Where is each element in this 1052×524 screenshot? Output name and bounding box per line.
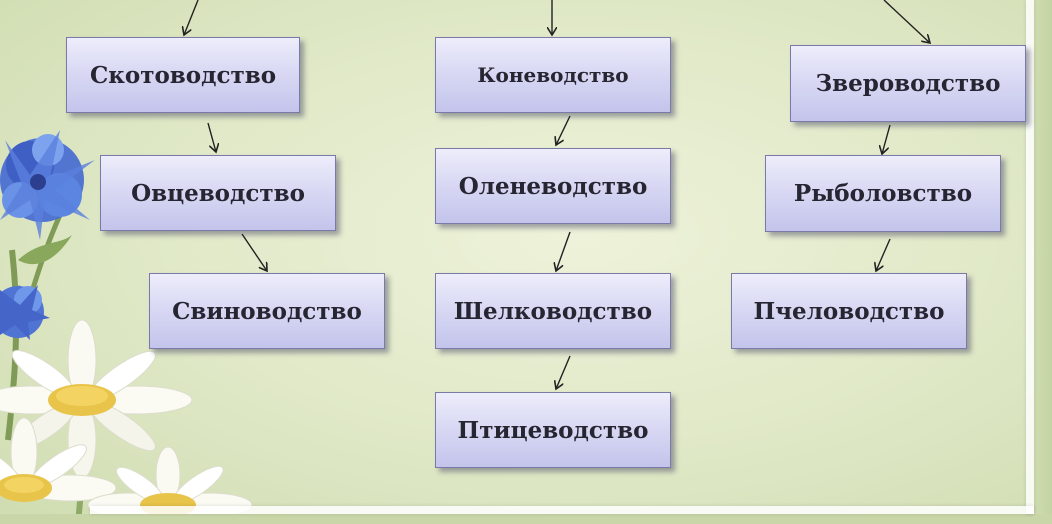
box-label: Овцеводство xyxy=(131,179,305,207)
frame-outer-right xyxy=(1034,0,1052,524)
arrow-zverovodstvo-rybolovstvo xyxy=(882,124,891,154)
frame-border-bottom xyxy=(90,506,1034,514)
box-label: Шелководство xyxy=(453,297,653,325)
box-label: Птицеводство xyxy=(457,416,649,444)
arrow-shelkovodstvo-ptitsevodstvo xyxy=(556,355,571,389)
box-label: Звероводство xyxy=(815,70,1001,97)
box-shelkovodstvo: Шелководство xyxy=(435,273,671,349)
box-label: Оленеводство xyxy=(458,172,648,200)
box-label: Свиноводство xyxy=(172,297,362,325)
box-label: Пчеловодство xyxy=(753,297,945,325)
arrow-konevodstvo-olenevodstvo xyxy=(556,115,571,145)
box-zverovodstvo: Звероводство xyxy=(790,45,1026,122)
box-skotovodstvo: Скотоводство xyxy=(66,37,300,113)
arrow-into-zverovodstvo xyxy=(883,0,930,43)
arrow-skotovodstvo-ovtsevodstvo xyxy=(207,122,216,152)
box-label: Скотоводство xyxy=(89,61,277,89)
box-rybolovstvo: Рыболовство xyxy=(765,155,1001,232)
arrow-ovtsevodstvo-svinovodstvo xyxy=(241,233,267,271)
box-ptitsevodstvo: Птицеводство xyxy=(435,392,671,468)
box-label: Коневодство xyxy=(477,63,629,87)
box-ovtsevodstvo: Овцеводство xyxy=(100,155,336,231)
arrow-olenevodstvo-shelkovodstvo xyxy=(556,231,571,271)
box-konevodstvo: Коневодство xyxy=(435,37,671,113)
cornflower-icon xyxy=(0,130,95,240)
box-pchelovodstvo: Пчеловодство xyxy=(731,273,967,349)
box-olenevodstvo: Оленеводство xyxy=(435,148,671,224)
frame-outer-bottom xyxy=(0,514,1052,524)
frame-border-right xyxy=(1026,0,1034,514)
daisy-icon xyxy=(0,319,253,518)
arrow-rybolovstvo-pchelovodstvo xyxy=(876,238,891,271)
cornflower-icon xyxy=(0,285,50,340)
box-label: Рыболовство xyxy=(793,180,973,207)
arrow-into-skotovodstvo xyxy=(184,0,199,35)
box-svinovodstvo: Свиноводство xyxy=(149,273,385,349)
